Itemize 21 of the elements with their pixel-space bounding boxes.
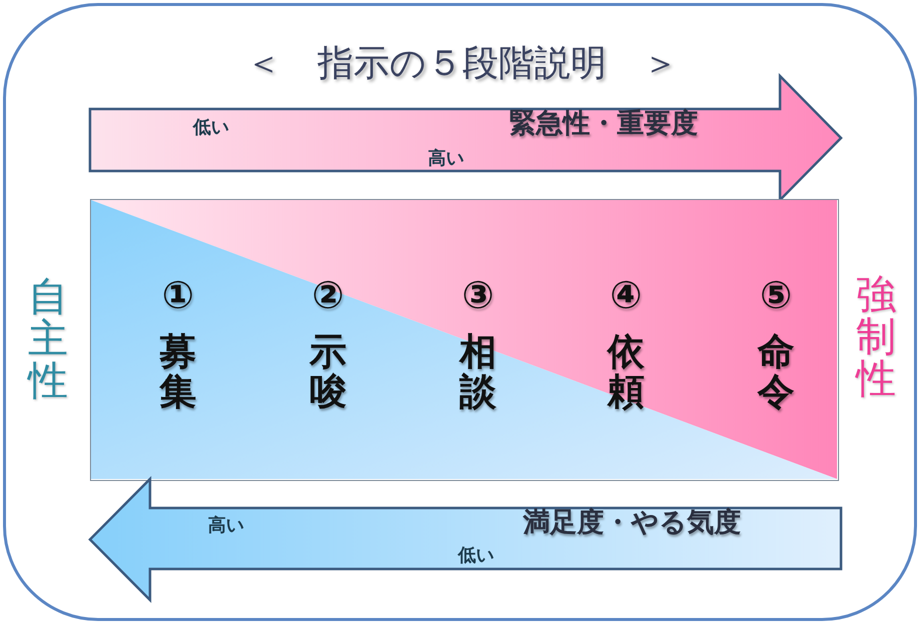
axis-title: 満足度・やる気度 bbox=[523, 509, 741, 536]
step-label: 相談 bbox=[458, 332, 498, 412]
block-arrow bbox=[88, 477, 843, 602]
split-box bbox=[90, 199, 839, 481]
axis-title: 緊急性・重要度 bbox=[509, 110, 698, 137]
step-number: ⑤ bbox=[760, 276, 792, 314]
step-label: 命令 bbox=[756, 332, 796, 412]
step-label: 募集 bbox=[158, 332, 198, 412]
step-label: 示唆 bbox=[308, 332, 348, 412]
scale-label: 高い bbox=[208, 517, 244, 535]
step-number: ③ bbox=[462, 276, 494, 314]
step-number: ④ bbox=[610, 276, 642, 314]
step-number: ① bbox=[162, 276, 194, 314]
scale-label: 低い bbox=[458, 547, 494, 565]
scale-label: 高い bbox=[428, 150, 464, 168]
scale-label: 低い bbox=[193, 119, 229, 137]
side-label: 強制性 bbox=[855, 274, 897, 400]
step-number: ② bbox=[312, 276, 344, 314]
diagram-title: ＜ 指示の５段階説明 ＞ bbox=[246, 46, 678, 82]
step-label: 依頼 bbox=[606, 332, 646, 412]
side-label: 自主性 bbox=[27, 276, 69, 402]
